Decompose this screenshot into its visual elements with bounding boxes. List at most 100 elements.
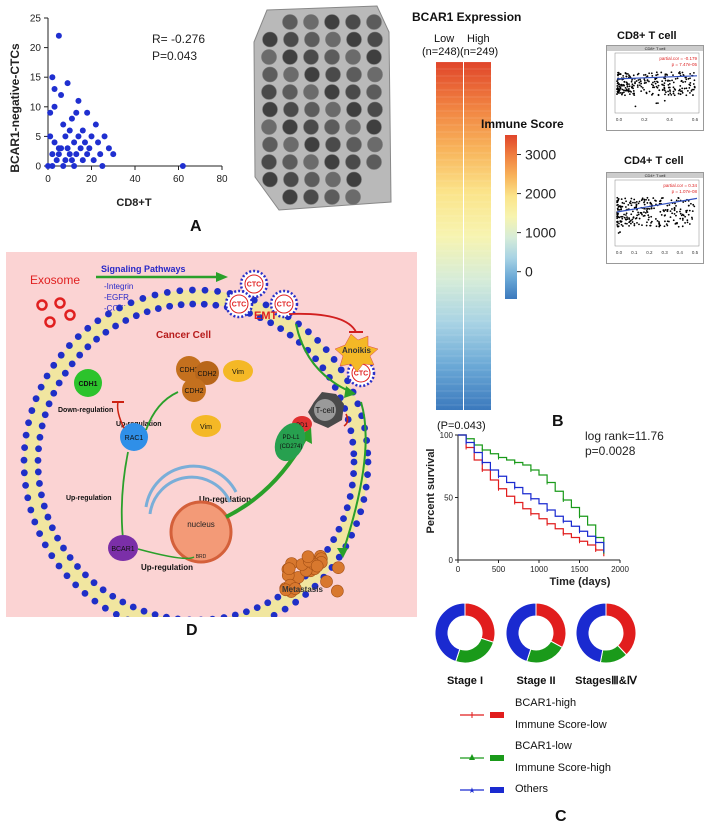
mini-point	[651, 86, 654, 89]
mini-point	[647, 199, 650, 201]
mini-point	[655, 71, 658, 74]
membrane-bead	[74, 333, 82, 341]
mini-point	[673, 212, 676, 215]
membrane-bead	[41, 541, 49, 549]
mini-point	[689, 84, 692, 87]
mini-point	[687, 204, 690, 207]
mini-point	[681, 91, 684, 94]
mini-point	[635, 206, 638, 209]
mini-point	[638, 223, 640, 226]
legend-item-3: Others	[515, 783, 549, 795]
mini-point	[679, 212, 682, 215]
donut-slice	[434, 602, 466, 663]
panel-letter-d: D	[186, 622, 198, 639]
scatter-x-tick: 60	[173, 174, 185, 185]
membrane-bead	[175, 615, 181, 617]
membrane-bead	[31, 518, 39, 526]
mini-point	[672, 219, 675, 222]
mini-point	[656, 81, 659, 84]
tma-core	[261, 154, 277, 170]
membrane-bead	[122, 317, 130, 324]
tma-core	[303, 49, 319, 65]
scatter-point	[88, 133, 95, 140]
membrane-bead	[274, 593, 282, 601]
mini-point	[628, 224, 630, 227]
scatter-point	[68, 157, 75, 164]
mini-point	[617, 197, 620, 200]
mini-point	[643, 201, 645, 204]
svg-text:CDH2: CDH2	[184, 388, 203, 395]
mini-point	[664, 209, 667, 211]
mini-point	[626, 218, 629, 220]
mini-point	[666, 204, 669, 207]
mini-point	[621, 215, 624, 218]
mini-point	[617, 81, 619, 84]
mini-point	[689, 91, 691, 94]
mini-point	[648, 90, 651, 93]
mini-point	[626, 216, 628, 219]
membrane-bead	[81, 589, 89, 597]
scatter-point	[58, 91, 65, 98]
mini-point	[634, 82, 636, 85]
exosome-label: Exosome	[30, 273, 80, 287]
mini-point	[630, 91, 632, 93]
mini-point	[643, 88, 645, 91]
scatter-x-tick: 40	[129, 174, 141, 185]
scatter-y-tick: 15	[30, 73, 42, 84]
down-regulation-label: Down-regulation	[58, 407, 113, 414]
mini-point	[683, 87, 686, 90]
metastasis-cell	[332, 561, 345, 574]
membrane-bead	[41, 411, 49, 419]
membrane-bead	[57, 351, 65, 359]
mini-point	[624, 206, 627, 208]
mini-point	[663, 225, 666, 228]
mini-point	[631, 221, 634, 223]
mini-point	[623, 84, 625, 87]
mini-point	[652, 197, 655, 199]
svg-text:CDH1: CDH1	[78, 381, 97, 388]
mini-point	[621, 93, 623, 96]
mini-point	[629, 200, 632, 203]
membrane-bead	[132, 312, 140, 320]
legend-marker: ★	[468, 786, 475, 795]
membrane-bead	[353, 520, 360, 528]
membrane-bead	[319, 364, 327, 372]
scatter-point	[64, 80, 71, 87]
mini-point	[621, 205, 624, 208]
mini-point	[616, 204, 619, 207]
mini-point	[624, 86, 627, 89]
mini-point	[661, 83, 663, 86]
mini-point	[630, 204, 633, 207]
mini-point	[646, 196, 649, 199]
mini-xtick: 0.2	[646, 250, 653, 255]
membrane-bead	[242, 608, 250, 616]
mini-point	[651, 74, 654, 77]
svg-text:PD-L1: PD-L1	[282, 435, 300, 441]
mini-point	[639, 80, 642, 83]
mini-point	[620, 83, 623, 86]
mini-point	[664, 77, 667, 80]
membrane-bead	[231, 611, 239, 617]
mini-point	[637, 213, 640, 216]
tma-core	[283, 171, 299, 188]
mini-point	[628, 74, 630, 77]
mini-point	[622, 91, 625, 94]
mini-point	[667, 86, 670, 89]
mini-point	[645, 91, 648, 94]
mini-point	[637, 202, 640, 205]
metastasis-cell	[289, 582, 302, 595]
mini-point	[679, 85, 682, 87]
membrane-bead	[143, 308, 151, 316]
membrane-bead	[34, 456, 42, 464]
mini-point	[660, 197, 663, 200]
mini-point	[652, 84, 655, 87]
mini-point	[679, 93, 682, 96]
mini-p: p = 1.07e-08	[672, 189, 698, 194]
mini-point	[616, 224, 619, 226]
membrane-bead	[20, 469, 28, 477]
mini-point	[623, 80, 626, 83]
mini-point	[648, 72, 651, 75]
mini-point	[677, 92, 680, 95]
membrane-bead	[350, 450, 358, 458]
